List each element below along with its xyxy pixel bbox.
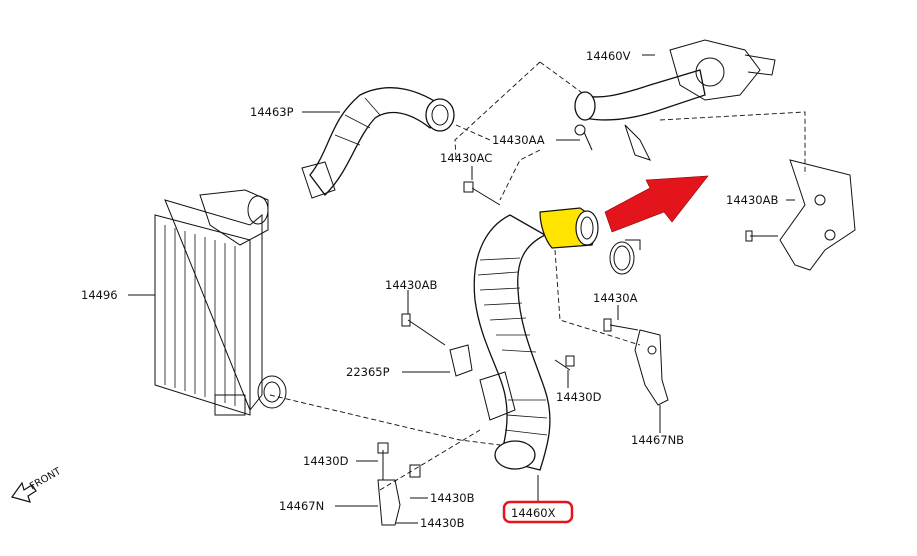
part-label-14467n[interactable]: 14467N: [279, 499, 324, 513]
sensor-22365p[interactable]: [401, 313, 473, 377]
intercooler-14496[interactable]: [154, 189, 287, 416]
dashed-leaders: [269, 61, 806, 491]
part-label-14430ab-left[interactable]: 14430AB: [385, 278, 437, 292]
highlighted-part-14460x[interactable]: 14460X: [502, 500, 574, 524]
part-label-14430b-lower[interactable]: 14430B: [420, 516, 465, 530]
part-label-14460x[interactable]: 14460X: [511, 506, 556, 520]
part-label-22365p[interactable]: 22365P: [346, 365, 390, 379]
part-label-14467nb[interactable]: 14467NB: [631, 433, 684, 447]
part-label-14430d-mid[interactable]: 14430D: [556, 390, 602, 404]
hose-clamp-14430a[interactable]: [609, 239, 641, 275]
part-label-14430ac[interactable]: 14430AC: [440, 151, 492, 165]
bracket-right[interactable]: [745, 159, 856, 271]
front-arrow-icon: [11, 481, 37, 503]
bolt-14430d-mid[interactable]: [554, 355, 575, 371]
highlighted-hose-end[interactable]: [539, 207, 599, 249]
part-label-14430ab-right[interactable]: 14430AB: [726, 193, 778, 207]
part-label-14430aa[interactable]: 14430AA: [492, 133, 545, 147]
bolt-14430aa[interactable]: [574, 124, 593, 151]
red-pointer-arrow: [604, 175, 709, 233]
hose-14460x[interactable]: [473, 214, 551, 471]
part-label-14430a[interactable]: 14430A: [593, 291, 638, 305]
part-label-14460v[interactable]: 14460V: [586, 49, 631, 63]
bolt-14430ac[interactable]: [463, 181, 501, 206]
front-label: FRONT: [28, 466, 64, 493]
part-label-14430b-upper[interactable]: 14430B: [430, 491, 475, 505]
part-label-14463p[interactable]: 14463P: [250, 105, 294, 119]
bracket-14467n[interactable]: [377, 442, 421, 526]
part-label-14430d-left[interactable]: 14430D: [303, 454, 349, 468]
hose-14463p[interactable]: [301, 87, 455, 199]
pipe-14460v[interactable]: [574, 39, 776, 161]
label-leaders: [128, 54, 795, 524]
bracket-14467nb[interactable]: [603, 318, 669, 406]
part-label-14496[interactable]: 14496: [81, 288, 118, 302]
